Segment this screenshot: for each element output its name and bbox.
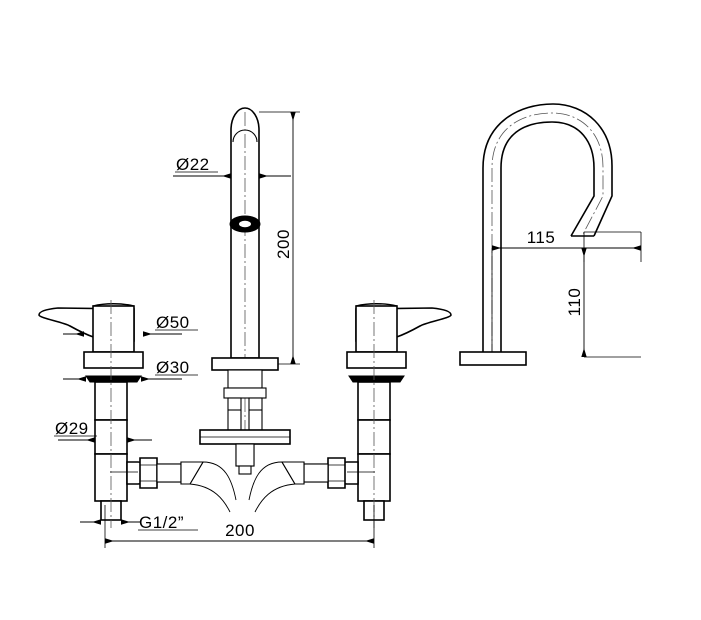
side-profile-view: 115 110 [459,103,642,366]
dimension-handle-spread: 200 [104,505,375,548]
left-handle-valve-assembly [38,300,237,528]
stud-nut [238,465,252,475]
right-thread-fitting-outline [303,463,329,483]
dimension-flange-diameter: Ø50 [63,313,198,337]
right-braided-hose-outline [281,461,305,485]
right-escutcheon-flange [346,351,407,369]
dimension-spout-reach: 115 [491,228,642,352]
left-hose-curve-lower [189,483,231,513]
dimension-thread-size: G1/2” [80,513,198,532]
threaded-stud-outline [235,443,255,467]
right-handle-hub-top [355,303,398,307]
dimension-spout-diameter: Ø22 [173,155,291,179]
right-handle-hub [355,305,398,353]
left-escutcheon-flange [83,351,144,369]
left-thread-fitting-outline [156,463,182,483]
spout-shank-left [227,397,242,431]
front-elevation-view: Ø22 200 Ø50 Ø30 Ø29 [38,107,452,548]
reach-115-label: 115 [527,228,556,247]
left-hex-nut [139,457,158,489]
dimension-body-diameter: Ø29 [54,419,152,443]
gooseneck-outer-wall [482,103,613,358]
sensor-aerator-center [239,220,251,228]
right-hose-curve-upper [248,461,283,501]
gooseneck-centerline [491,112,604,358]
d30-label: Ø30 [156,358,190,377]
spout-base-flange [211,357,279,371]
right-hose-curve-lower [254,483,296,513]
dimension-gasket-diameter: Ø30 [63,358,198,382]
right-gasket [348,375,405,383]
left-hose-curve-upper [202,461,237,501]
left-braided-hose-outline [180,461,204,485]
left-handle-hub-top [92,303,135,307]
left-gasket [85,375,142,383]
dimension-spout-height: 200 [259,111,300,365]
right-hex-nut [327,457,346,489]
gooseneck-inner-wall [500,121,595,358]
left-handle-hub [92,305,135,353]
thread-label: G1/2” [139,513,184,532]
spread-200-label: 200 [225,521,255,540]
side-base-flange [459,351,527,366]
spout-shank-collar [223,387,267,399]
d29-label: Ø29 [55,419,89,438]
d50-label: Ø50 [156,313,190,332]
d22-label: Ø22 [176,155,210,174]
spout-shank-upper [227,369,263,389]
center-spout-assembly [199,107,291,475]
clearance-110-label: 110 [565,288,584,317]
right-handle-valve-assembly [248,300,452,528]
height-200-label: 200 [274,229,293,259]
dimension-spout-clearance: 110 [565,248,641,358]
spout-shank-right [248,397,263,431]
